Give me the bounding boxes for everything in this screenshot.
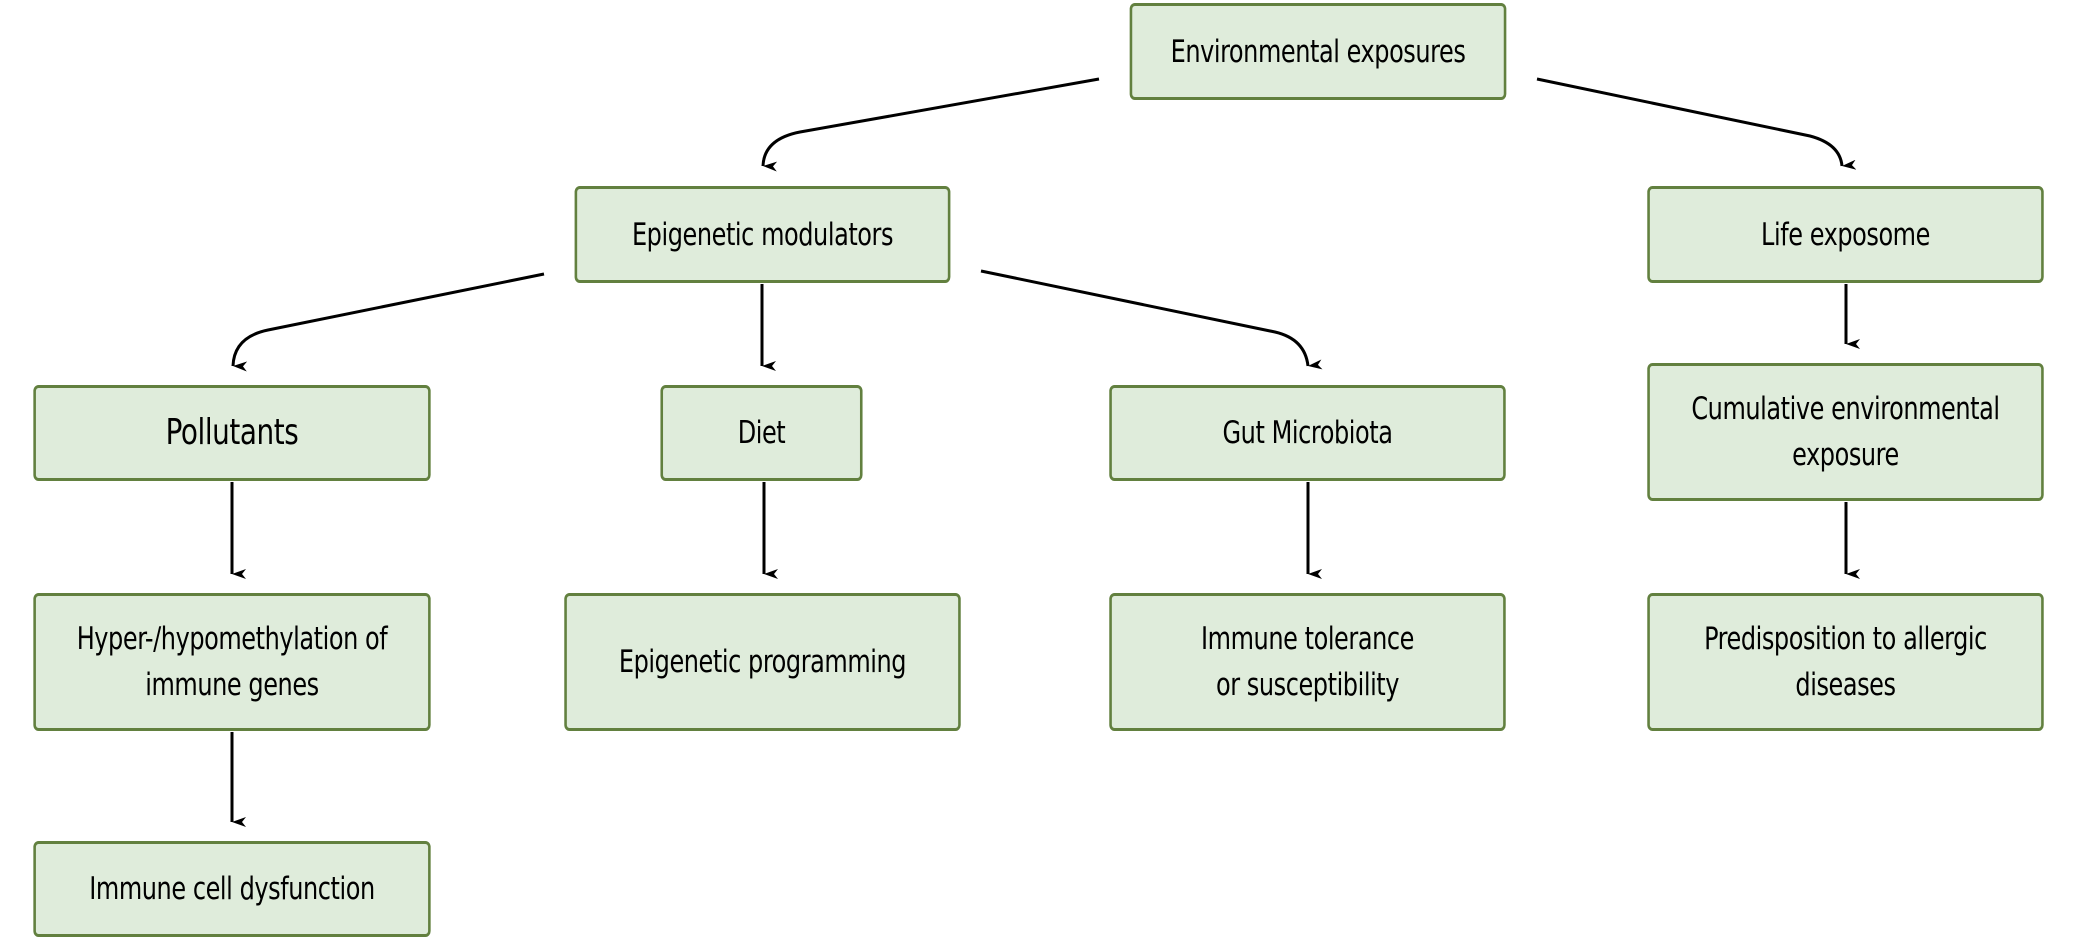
node-epigenetic-modulators: Epigenetic modulators [574, 186, 951, 283]
node-cumulative-exposure: Cumulative environmental exposure [1647, 363, 2044, 501]
node-pollutants: Pollutants [33, 385, 431, 481]
node-environmental-exposures: Environmental exposures [1129, 3, 1507, 100]
node-label: Predisposition to allergic diseases [1704, 621, 1987, 703]
node-diet: Diet [660, 385, 863, 481]
node-label: Epigenetic programming [618, 644, 907, 680]
edge-environmental-exposures-to-life-exposome [1536, 77, 1857, 170]
node-gut-microbiota: Gut Microbiota [1109, 385, 1506, 481]
node-label: Environmental exposures [1170, 33, 1466, 70]
node-label: Diet [737, 415, 786, 451]
edge-epigenetic-modulators-to-pollutants [231, 272, 545, 372]
edge-environmental-exposures-to-epigenetic-modulators [761, 77, 1100, 172]
node-label: Hyper-/hypomethylation of immune genes [76, 621, 388, 703]
node-immune-tolerance: Immune tolerance or susceptibility [1109, 593, 1506, 731]
node-predisposition: Predisposition to allergic diseases [1647, 593, 2044, 731]
node-epigenetic-programming: Epigenetic programming [564, 593, 961, 731]
edge-epigenetic-modulators-to-gut-microbiota [980, 269, 1323, 370]
node-label: Pollutants [165, 412, 299, 453]
node-label: Cumulative environmental exposure [1691, 391, 2000, 473]
node-hypermethylation: Hyper-/hypomethylation of immune genes [33, 593, 431, 731]
node-life-exposome: Life exposome [1647, 186, 2044, 283]
node-label: Immune tolerance or susceptibility [1201, 621, 1414, 703]
node-label: Immune cell dysfunction [89, 871, 375, 907]
node-label: Life exposome [1761, 216, 1930, 253]
node-immune-cell-dysfunction: Immune cell dysfunction [33, 841, 431, 937]
node-label: Epigenetic modulators [631, 216, 894, 253]
node-label: Gut Microbiota [1222, 415, 1393, 451]
